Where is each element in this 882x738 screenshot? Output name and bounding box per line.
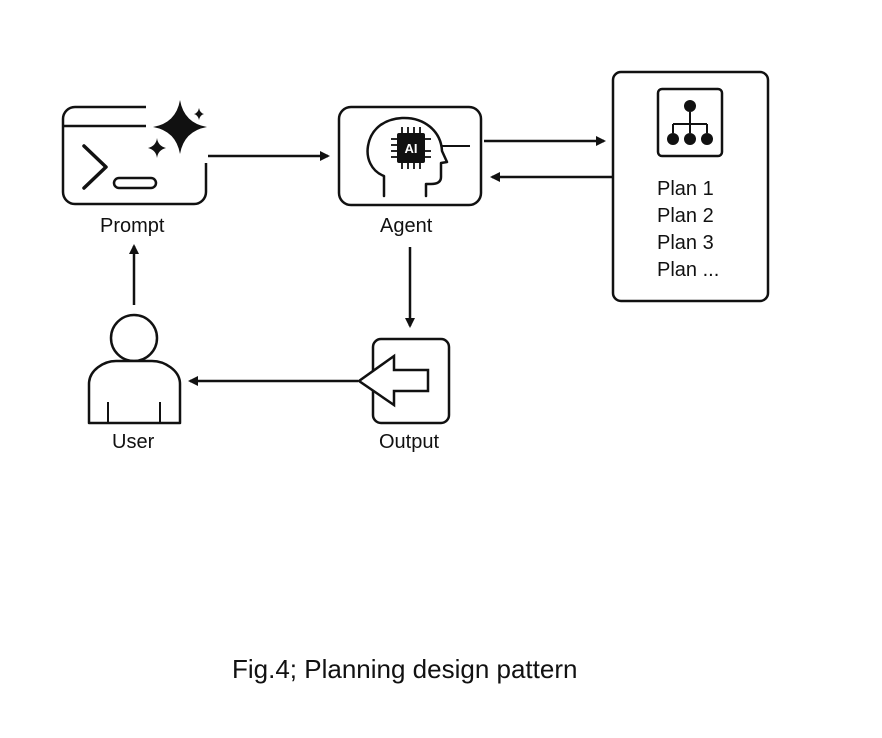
plan-item: Plan 1 <box>657 178 714 200</box>
plan-item: Plan 2 <box>657 205 714 227</box>
plans-node <box>611 70 770 303</box>
user-label: User <box>112 431 155 453</box>
prompt-label: Prompt <box>100 215 165 237</box>
prompt-node <box>61 99 212 206</box>
sparkle-icon <box>146 99 212 163</box>
figure-caption: Fig.4; Planning design pattern <box>232 654 578 684</box>
arrow-left-box-icon <box>356 353 430 408</box>
agent-node: AI <box>337 105 483 207</box>
plan-item: Plan ... <box>657 259 720 281</box>
output-node <box>356 337 451 425</box>
ai-head-icon: AI <box>366 116 470 198</box>
hierarchy-icon <box>656 87 724 158</box>
agent-label: Agent <box>380 215 433 237</box>
output-label: Output <box>379 431 440 453</box>
plan-item: Plan 3 <box>657 232 714 254</box>
ai-chip-text: AI <box>405 141 418 156</box>
terminal-icon <box>82 144 158 190</box>
user-icon <box>87 313 182 425</box>
